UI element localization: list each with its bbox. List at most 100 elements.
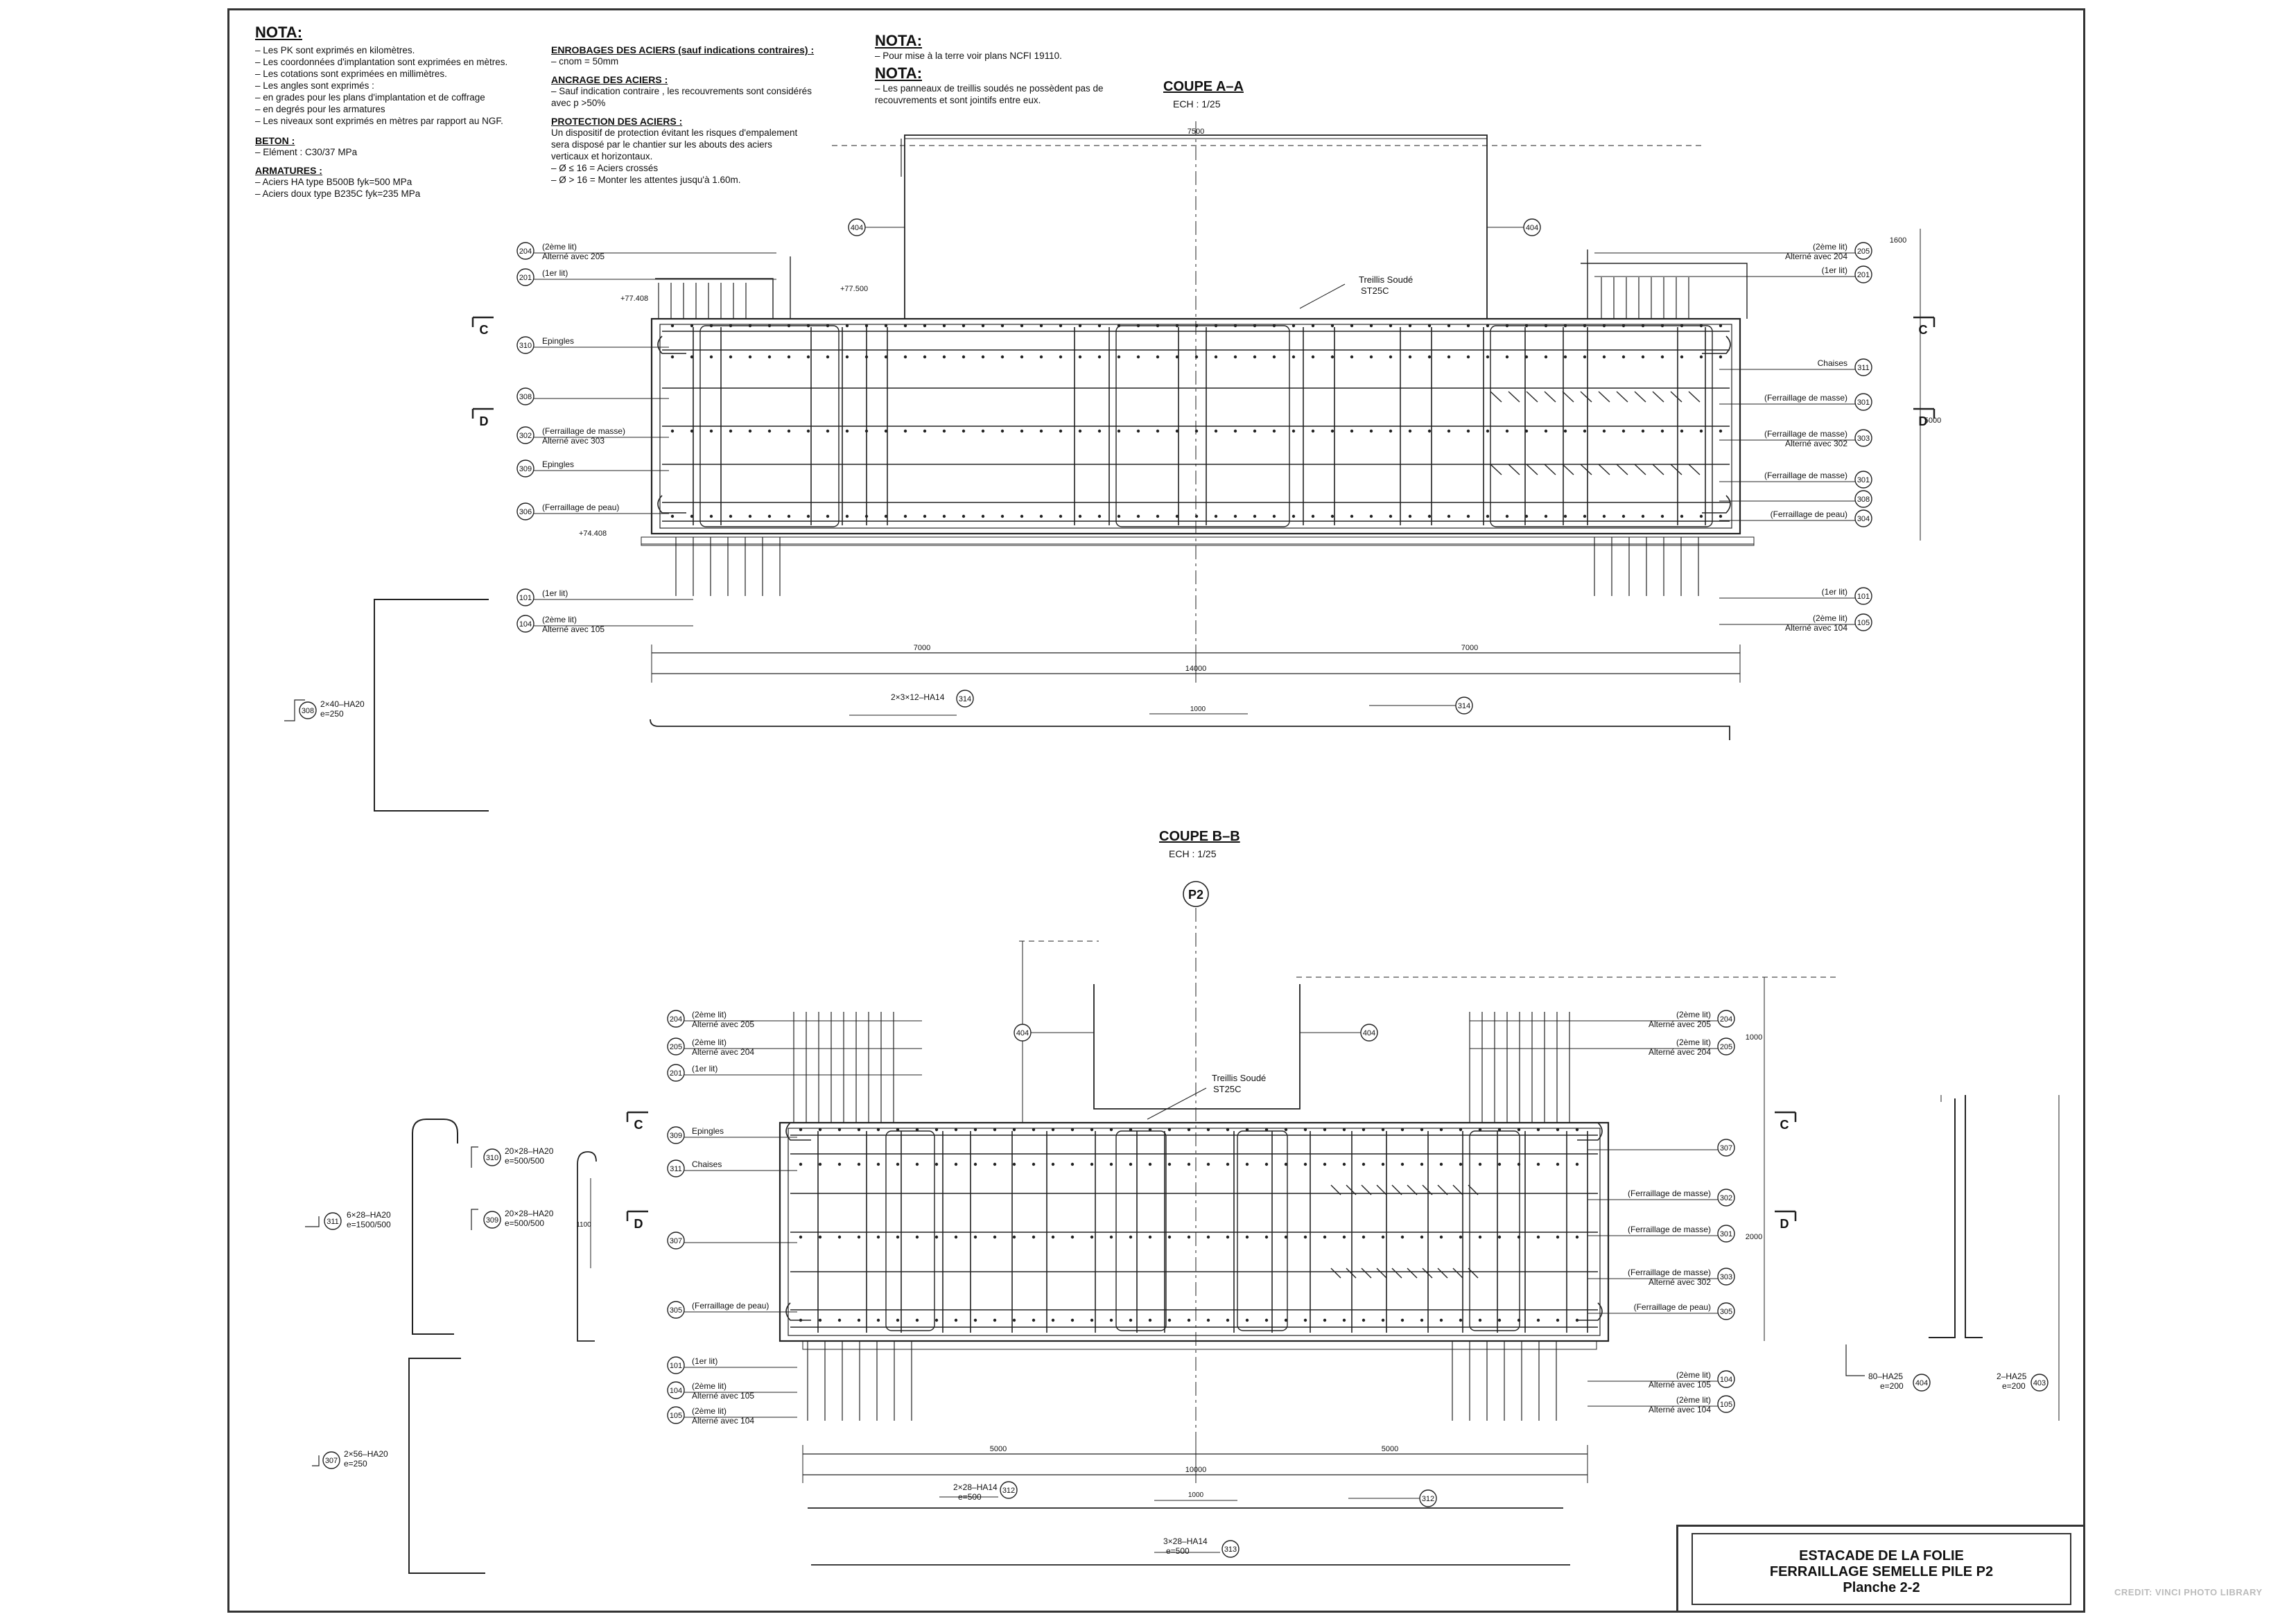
dim-side-value: 5000 bbox=[1924, 417, 1941, 425]
bar-section-dot bbox=[818, 1128, 822, 1132]
bar-mark-circle bbox=[1854, 265, 1872, 283]
bar-label: (Ferraillage de peau) bbox=[1771, 509, 1847, 519]
bar-mark-circle bbox=[516, 242, 534, 260]
bar-label-sub: Alterné avec 302 bbox=[1785, 439, 1847, 448]
bar-section-dot bbox=[1303, 1162, 1307, 1166]
bar-314-mark-2: 314 bbox=[1458, 702, 1470, 710]
bar-section-dot bbox=[954, 1235, 958, 1239]
pier-outline bbox=[1093, 984, 1301, 1110]
bar-section-dot bbox=[845, 429, 849, 433]
bar-section-dot bbox=[1400, 1318, 1404, 1322]
bar-section-dot bbox=[1253, 355, 1257, 359]
bar-section-dot bbox=[1660, 355, 1664, 359]
title-line-1: ESTACADE DE LA FOLIE bbox=[1799, 1548, 1964, 1563]
bar-section-dot bbox=[1292, 324, 1296, 328]
bar-309-mark: 309 bbox=[486, 1216, 498, 1225]
bar-section-dot bbox=[1264, 1318, 1269, 1322]
bar-section-dot bbox=[1264, 1128, 1269, 1132]
bar-section-dot bbox=[1167, 1128, 1172, 1132]
bar-section-dot bbox=[954, 1318, 958, 1322]
bar-section-dot bbox=[915, 1318, 919, 1322]
bar-mark-circle bbox=[1854, 358, 1872, 376]
bar-label: (2ème lit) bbox=[692, 1381, 727, 1391]
bar-mark-left: 310 bbox=[519, 342, 532, 350]
bar-section-dot bbox=[1556, 1162, 1560, 1166]
bar-section-dot bbox=[799, 1128, 803, 1132]
bar-section-dot bbox=[1641, 514, 1645, 518]
bar-section-dot bbox=[1032, 1162, 1036, 1166]
bar-label-sub: Alterné avec 204 bbox=[692, 1047, 754, 1057]
bar-section-dot bbox=[1059, 429, 1063, 433]
bar-section-dot bbox=[1536, 1235, 1540, 1239]
bar-section-dot bbox=[1330, 429, 1334, 433]
bar-308-mark: 308 bbox=[302, 707, 314, 715]
note-line: – en grades pour les plans d'implantatio… bbox=[255, 92, 485, 103]
pier-bar-mark: 404 bbox=[1526, 224, 1538, 232]
bar-section-dot bbox=[1059, 514, 1063, 518]
bar-section-dot bbox=[884, 324, 888, 328]
bar-section-dot bbox=[1136, 429, 1140, 433]
dim-right-half: 7000 bbox=[1461, 644, 1478, 652]
hatch-hook bbox=[1490, 391, 1502, 403]
bar-section-dot bbox=[1447, 429, 1451, 433]
bar-section-dot bbox=[1148, 1318, 1152, 1322]
bar-section-dot bbox=[1563, 355, 1567, 359]
bar-section-dot bbox=[1090, 1162, 1094, 1166]
bar-section-dot bbox=[787, 429, 791, 433]
bar-mark-circle bbox=[667, 1010, 685, 1028]
bar-307-mark: 307 bbox=[325, 1457, 338, 1465]
bar-mark-left: 309 bbox=[519, 465, 532, 473]
bar-mark-circle bbox=[516, 426, 534, 444]
bar-section-dot bbox=[1486, 514, 1490, 518]
stirrup-cage bbox=[699, 325, 840, 527]
dim-right-half: 5000 bbox=[1382, 1445, 1398, 1453]
bar-mark-left: 201 bbox=[519, 274, 532, 282]
bar-section-dot bbox=[1292, 355, 1296, 359]
footing-cover bbox=[788, 1128, 1601, 1336]
nota-heading-1: NOTA: bbox=[875, 32, 923, 49]
bar-section-dot bbox=[1536, 1162, 1540, 1166]
hatch-hook bbox=[1407, 1268, 1418, 1279]
bar-section-dot bbox=[1447, 514, 1451, 518]
notes-right: NOTA: – Pour mise à la terre voir plans … bbox=[875, 32, 1103, 106]
treillis-label: Treillis Soudé bbox=[1359, 274, 1413, 285]
corner-hook bbox=[657, 495, 686, 514]
bar-section-dot bbox=[973, 1128, 977, 1132]
bar-section-dot bbox=[923, 355, 927, 359]
hatch-hook bbox=[1452, 1268, 1463, 1279]
bar-section-dot bbox=[884, 514, 888, 518]
bar-section-dot bbox=[973, 1235, 977, 1239]
bar-section-dot bbox=[973, 1318, 977, 1322]
leader-line bbox=[1299, 283, 1346, 309]
bar-section-dot bbox=[1226, 1128, 1230, 1132]
bar-section-dot bbox=[837, 1318, 842, 1322]
hatch-hook bbox=[1598, 464, 1610, 475]
bar-mark-circle bbox=[516, 615, 534, 633]
bar-section-dot bbox=[857, 1318, 861, 1322]
stirrup-cage bbox=[1115, 325, 1290, 527]
bar-label-sub: Alterné avec 105 bbox=[692, 1391, 754, 1401]
bar-section-dot bbox=[1680, 514, 1684, 518]
bar-section-dot bbox=[1272, 429, 1276, 433]
bar-section-dot bbox=[837, 1162, 842, 1166]
photo-credit: CREDIT: VINCI PHOTO LIBRARY bbox=[2114, 1587, 2263, 1597]
bar-section-dot bbox=[915, 1235, 919, 1239]
bar-section-dot bbox=[1156, 429, 1160, 433]
bar-310-hook bbox=[412, 1119, 458, 1144]
hatch-hook bbox=[1376, 1184, 1387, 1195]
bar-section-dot bbox=[1233, 429, 1237, 433]
bar-section-dot bbox=[1466, 355, 1470, 359]
bar-section-dot bbox=[690, 355, 694, 359]
bar-section-dot bbox=[1129, 1235, 1133, 1239]
bar-mark-right: 301 bbox=[1857, 476, 1870, 484]
bar-section-dot bbox=[903, 324, 907, 328]
bar-403-mark: 403 bbox=[2033, 1379, 2046, 1387]
bar-section-dot bbox=[1660, 514, 1664, 518]
blinding-concrete bbox=[802, 1340, 1597, 1350]
pier-id-label: P2 bbox=[1188, 888, 1203, 902]
bar-mark-circle bbox=[1717, 1395, 1735, 1413]
bar-label: (1er lit) bbox=[542, 588, 568, 598]
bar-311-text: 6×28–HA20 bbox=[347, 1210, 391, 1220]
bar-section-dot bbox=[1020, 429, 1024, 433]
hatch-hook bbox=[1562, 464, 1574, 475]
